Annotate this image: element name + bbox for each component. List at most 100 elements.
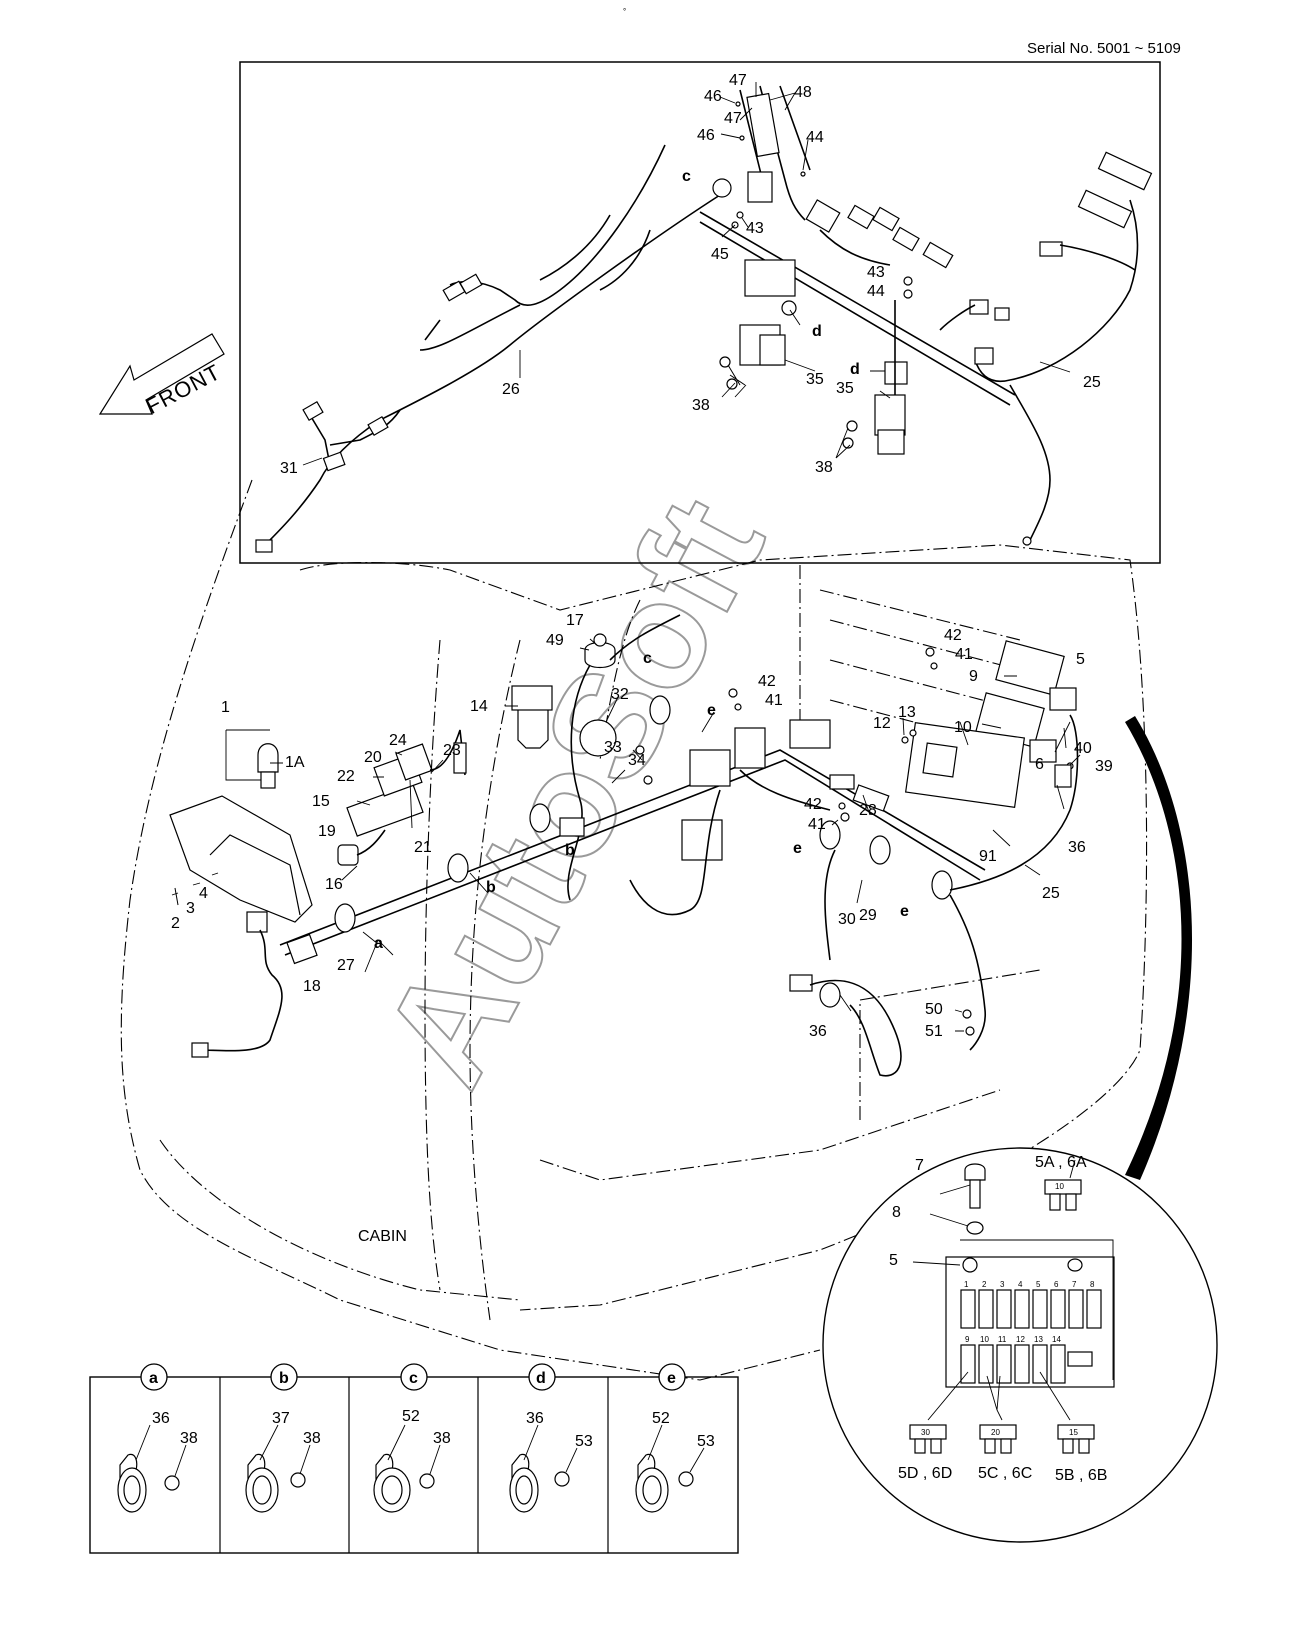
svg-text:45: 45 (711, 246, 729, 263)
svg-text:14: 14 (470, 698, 488, 715)
fuse-labels: 7 8 5 5A , 6A 5D , 6D 5C , 6C 5B , 6B (889, 1154, 1107, 1484)
svg-text:41: 41 (955, 646, 973, 663)
svg-text:49: 49 (546, 632, 564, 649)
svg-text:38: 38 (180, 1430, 198, 1447)
svg-text:c: c (409, 1370, 418, 1387)
svg-text:36: 36 (1068, 839, 1086, 856)
fuse-number: 9 (965, 1335, 970, 1344)
front-arrow: FRONT (98, 333, 225, 419)
svg-text:29: 29 (859, 907, 877, 924)
fuse-rating: 30 (921, 1428, 930, 1437)
svg-text:38: 38 (692, 397, 710, 414)
svg-text:31: 31 (280, 460, 298, 477)
svg-text:24: 24 (389, 732, 407, 749)
svg-text:5: 5 (889, 1252, 898, 1269)
svg-text:40: 40 (1074, 740, 1092, 757)
svg-text:43: 43 (867, 264, 885, 281)
svg-text:42: 42 (758, 673, 776, 690)
svg-text:47: 47 (729, 72, 747, 89)
svg-text:52: 52 (652, 1410, 670, 1427)
svg-text:3: 3 (186, 900, 195, 917)
svg-text:1A: 1A (285, 754, 305, 771)
svg-text:13: 13 (898, 704, 916, 721)
svg-text:5C , 6C: 5C , 6C (978, 1465, 1032, 1482)
detail-d: d 36 53 (509, 1363, 593, 1513)
fuse-rating: 10 (1055, 1182, 1064, 1191)
svg-text:41: 41 (765, 692, 783, 709)
cabin-label: CABIN (358, 1228, 407, 1245)
fuse-box-detail: 1 2 3 4 5 6 7 8 9 10 11 12 13 14 (822, 1147, 1218, 1543)
svg-text:44: 44 (867, 283, 885, 300)
serial-number: Serial No. 5001 ~ 5109 (1027, 40, 1181, 57)
cabin-outline (120, 479, 1148, 1381)
svg-text:50: 50 (925, 1001, 943, 1018)
fuse-rating: 15 (1069, 1428, 1078, 1437)
svg-text:10: 10 (954, 719, 972, 736)
svg-text:7: 7 (915, 1157, 924, 1174)
svg-text:17: 17 (566, 612, 584, 629)
svg-text:5D , 6D: 5D , 6D (898, 1465, 952, 1482)
svg-text:15: 15 (312, 793, 330, 810)
svg-text:28: 28 (859, 802, 877, 819)
detail-a: a 36 38 (117, 1363, 198, 1513)
svg-text:e: e (793, 840, 802, 857)
svg-text:e: e (707, 702, 716, 719)
svg-text:5A , 6A: 5A , 6A (1035, 1154, 1087, 1171)
fuse-number: 13 (1034, 1335, 1043, 1344)
svg-text:20: 20 (364, 749, 382, 766)
svg-text:a: a (149, 1370, 158, 1387)
fuse-number: 2 (982, 1280, 987, 1289)
svg-text:9: 9 (969, 668, 978, 685)
svg-text:52: 52 (402, 1408, 420, 1425)
svg-text:d: d (850, 361, 860, 378)
fuse-rating: 20 (991, 1428, 1000, 1437)
svg-text:32: 32 (611, 686, 629, 703)
svg-text:c: c (643, 650, 652, 667)
detail-pointer (1125, 716, 1193, 1180)
detail-b: b 37 38 (245, 1363, 321, 1513)
fuse-number: 14 (1052, 1335, 1061, 1344)
main-harness (169, 614, 1079, 1077)
fuse-row-top (960, 1289, 1102, 1329)
svg-text:36: 36 (809, 1023, 827, 1040)
svg-text:5B , 6B: 5B , 6B (1055, 1467, 1107, 1484)
svg-text:37: 37 (272, 1410, 290, 1427)
svg-text:38: 38 (303, 1430, 321, 1447)
svg-text:39: 39 (1095, 758, 1113, 775)
inset-frame (239, 61, 1161, 564)
svg-text:43: 43 (746, 220, 764, 237)
svg-text:b: b (486, 879, 496, 896)
svg-text:25: 25 (1042, 885, 1060, 902)
leader-lines (171, 638, 1081, 1032)
svg-text:41: 41 (808, 816, 826, 833)
svg-text:22: 22 (337, 768, 355, 785)
fuse-number: 11 (998, 1335, 1007, 1344)
fuse-number: 8 (1090, 1280, 1095, 1289)
svg-text:46: 46 (697, 127, 715, 144)
svg-text:48: 48 (794, 84, 812, 101)
fuse-number: 7 (1072, 1280, 1077, 1289)
detail-c: c 52 38 (373, 1363, 451, 1513)
svg-text:b: b (565, 842, 575, 859)
svg-text:12: 12 (873, 715, 891, 732)
svg-text:d: d (812, 323, 822, 340)
svg-text:8: 8 (892, 1204, 901, 1221)
svg-text:47: 47 (724, 110, 742, 127)
svg-text:18: 18 (303, 978, 321, 995)
svg-text:4: 4 (199, 885, 208, 902)
fuse-number: 10 (980, 1335, 989, 1344)
svg-text:53: 53 (697, 1433, 715, 1450)
svg-text:35: 35 (836, 380, 854, 397)
fuse-number: 4 (1018, 1280, 1023, 1289)
svg-text:21: 21 (414, 839, 432, 856)
fuse-number: 12 (1016, 1335, 1025, 1344)
fuse-number: 5 (1036, 1280, 1041, 1289)
fuse-number: 1 (964, 1280, 969, 1289)
svg-text:26: 26 (502, 381, 520, 398)
main-labels: 17 49 c 42 41 32 14 e 33 34 1 1A 24 20 2… (171, 612, 1113, 1040)
svg-text:19: 19 (318, 823, 336, 840)
svg-text:38: 38 (815, 459, 833, 476)
svg-text:5: 5 (1076, 651, 1085, 668)
svg-text:2: 2 (171, 915, 180, 932)
svg-text:46: 46 (704, 88, 722, 105)
